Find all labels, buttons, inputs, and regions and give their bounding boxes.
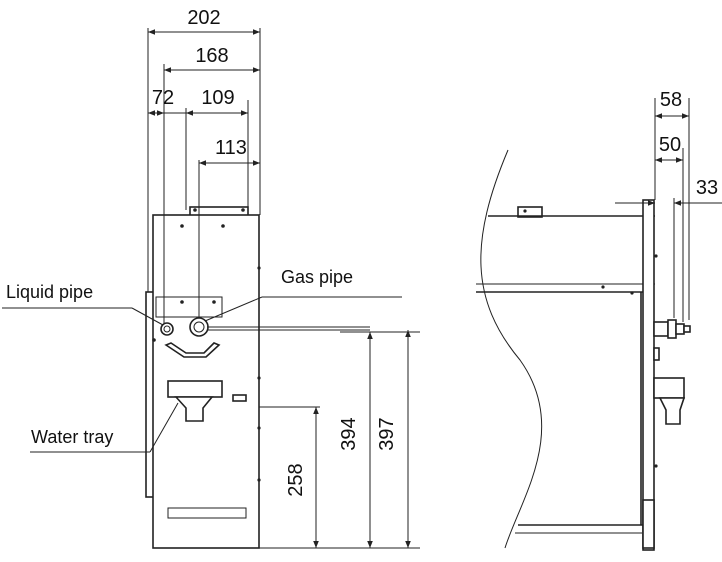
side-view (476, 149, 691, 551)
label-water-tray: Water tray (31, 427, 113, 447)
side-mounting-plate (642, 199, 655, 551)
dim-168: 168 (195, 45, 228, 67)
dim-33: 33 (696, 177, 718, 199)
front-drain-guide (164, 342, 221, 358)
side-water-tray (653, 377, 686, 425)
side-dimension-lines (615, 98, 722, 322)
dim-394: 394 (338, 417, 360, 450)
dim-72: 72 (152, 87, 174, 109)
dim-109: 109 (201, 87, 234, 109)
front-bottom-slot (167, 507, 247, 519)
front-extension-lines (147, 28, 261, 324)
callout-gas-pipe (204, 296, 402, 322)
side-pipe-connector (653, 319, 691, 339)
dim-58: 58 (660, 89, 682, 111)
liquid-pipe-connector (160, 322, 174, 336)
front-view (145, 206, 370, 549)
dim-202: 202 (187, 7, 220, 29)
label-liquid-pipe: Liquid pipe (6, 282, 93, 302)
front-small-part (232, 394, 247, 402)
dim-397: 397 (376, 417, 398, 450)
dim-258: 258 (285, 463, 307, 496)
dim-113: 113 (215, 137, 247, 159)
front-dimension-lines (148, 29, 260, 166)
front-water-tray (167, 380, 223, 422)
callout-water-tray (30, 402, 179, 453)
front-pipe-panel (155, 296, 223, 318)
label-gas-pipe: Gas pipe (281, 267, 353, 287)
side-break-line (480, 149, 543, 549)
callout-liquid-pipe (2, 307, 164, 326)
height-dimension-lines (259, 330, 420, 549)
side-top-bracket (517, 206, 543, 218)
dim-50: 50 (659, 134, 681, 156)
